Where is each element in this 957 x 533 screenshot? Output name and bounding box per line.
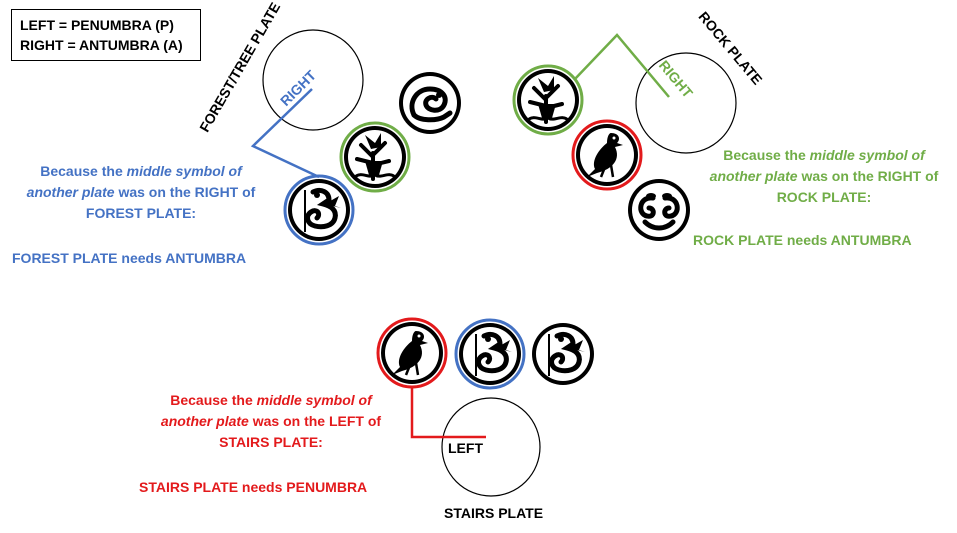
double-serpent-symbol bbox=[628, 179, 690, 241]
forest-note-em1: middle symbol of bbox=[126, 163, 242, 179]
dragon-symbol-ring-stairs bbox=[454, 318, 526, 390]
tree-symbol-ring-rock bbox=[512, 64, 584, 136]
stairs-note: Because the middle symbol of another pla… bbox=[140, 390, 402, 453]
stairs-note-mid: was on the LEFT of bbox=[248, 413, 382, 429]
forest-conclusion: FOREST PLATE needs ANTUMBRA bbox=[12, 250, 247, 266]
tree-symbol-ring bbox=[339, 121, 411, 193]
rock-note-em2: another plate bbox=[709, 168, 798, 184]
rock-note-em1: middle symbol of bbox=[809, 147, 925, 163]
rock-note-mid: was on the RIGHT of bbox=[797, 168, 939, 184]
tree-symbol bbox=[515, 67, 581, 133]
forest-plate-circle bbox=[262, 29, 364, 131]
rock-note-pre: Because the bbox=[723, 147, 810, 163]
forest-note: Because the middle symbol of another pla… bbox=[10, 161, 272, 224]
stairs-side-label: LEFT bbox=[448, 440, 483, 456]
forest-note-line3: FOREST PLATE: bbox=[85, 205, 197, 221]
forest-note-pre: Because the bbox=[40, 163, 127, 179]
dragon-symbol-ring bbox=[283, 174, 355, 246]
forest-note-mid: was on the RIGHT of bbox=[114, 184, 256, 200]
legend-right-line: RIGHT = ANTUMBRA (A) bbox=[20, 37, 183, 53]
dragon-symbol bbox=[459, 323, 521, 385]
stairs-note-em1: middle symbol of bbox=[256, 392, 372, 408]
legend-box: LEFT = PENUMBRA (P) RIGHT = ANTUMBRA (A) bbox=[11, 9, 201, 61]
dragon-symbol-plain bbox=[532, 323, 594, 385]
stairs-plate-circle bbox=[441, 397, 541, 497]
stairs-connector-line bbox=[410, 387, 486, 439]
dragon-symbol bbox=[288, 179, 350, 241]
stairs-plate-title: STAIRS PLATE bbox=[444, 505, 544, 521]
rock-plate-circle bbox=[635, 52, 737, 154]
rock-note: Because the middle symbol of another pla… bbox=[693, 145, 955, 208]
stairs-note-em2: another plate bbox=[160, 413, 249, 429]
rock-connector-line bbox=[573, 33, 670, 98]
tree-symbol bbox=[342, 124, 408, 190]
legend-left-line: LEFT = PENUMBRA (P) bbox=[20, 17, 174, 33]
serpent-symbol bbox=[399, 72, 461, 134]
stairs-note-pre: Because the bbox=[170, 392, 257, 408]
rock-note-line3: ROCK PLATE: bbox=[776, 189, 872, 205]
bird-symbol bbox=[379, 320, 445, 386]
stairs-note-line3: STAIRS PLATE: bbox=[219, 434, 323, 450]
forest-note-em2: another plate bbox=[26, 184, 115, 200]
bird-symbol bbox=[574, 122, 640, 188]
stairs-conclusion: STAIRS PLATE needs PENUMBRA bbox=[139, 479, 368, 495]
rock-conclusion: ROCK PLATE needs ANTUMBRA bbox=[693, 232, 912, 248]
bird-symbol-ring-stairs bbox=[376, 317, 448, 389]
forest-connector-line bbox=[250, 88, 320, 179]
bird-symbol-ring bbox=[571, 119, 643, 191]
